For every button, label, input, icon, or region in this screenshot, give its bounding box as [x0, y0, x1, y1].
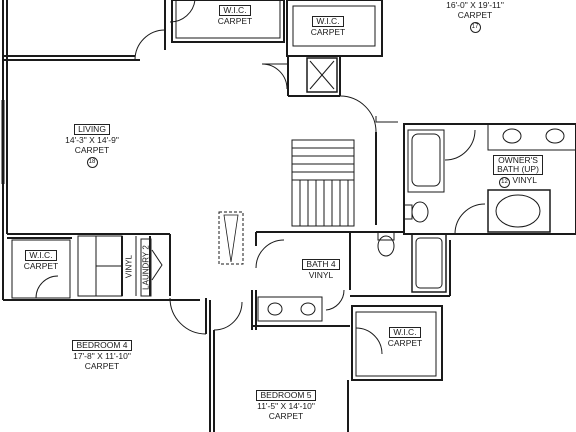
- mech-shaft: [306, 57, 338, 93]
- owner-bedroom-floor: CARPET: [457, 10, 493, 20]
- wic-top-left-label: W.I.C. CARPET: [202, 5, 268, 26]
- wic-top-mid-floor: CARPET: [310, 27, 346, 37]
- wic-left-floor: CARPET: [23, 261, 59, 271]
- wic-right-name: W.I.C.: [389, 327, 421, 338]
- wic-right-label: W.I.C. CARPET: [380, 327, 430, 348]
- bath4-label: BATH 4 VINYL: [296, 259, 346, 280]
- owners-bath-floor: VINYL: [512, 175, 537, 185]
- wic-left-label: W.I.C. CARPET: [16, 250, 66, 271]
- bedroom4-door-arc: [169, 297, 207, 335]
- laundry-name: LAUNDRY 2: [140, 238, 152, 297]
- living-dims: 14'-3" X 14'-9": [65, 135, 119, 145]
- wic-top-left-name: W.I.C.: [219, 5, 251, 16]
- wic-top-mid-name: W.I.C.: [312, 16, 344, 27]
- wic-right-room: [351, 305, 443, 381]
- bedroom5-label: BEDROOM 5 11'-5" X 14'-10" CARPET: [244, 390, 328, 421]
- bath4-floor: VINYL: [308, 270, 334, 280]
- bedroom4-floor: CARPET: [84, 361, 120, 371]
- bath4-tub: [411, 233, 447, 293]
- living-name: LIVING: [74, 124, 110, 135]
- bath4-name: BATH 4: [302, 259, 340, 270]
- bedroom4-name: BEDROOM 4: [72, 340, 132, 351]
- bedroom5-dims: 11'-5" X 14'-10": [257, 401, 315, 411]
- wic-top-mid-label: W.I.C. CARPET: [300, 16, 356, 37]
- owner-bedroom-label: 16'-0" X 19'-11" CARPET 17: [432, 0, 518, 33]
- bedroom4-dims: 17'-8" X 11'-10": [73, 351, 131, 361]
- living-label: LIVING 14'-3" X 14'-9" CARPET 18: [52, 124, 132, 168]
- bath4-door-arc: [255, 239, 285, 269]
- railing: [218, 211, 244, 265]
- owner-bedroom-dims: 16'-0" X 19'-11": [446, 0, 504, 10]
- living-num: 18: [86, 157, 98, 168]
- owner-bedroom-num: 17: [469, 22, 481, 33]
- laundry-floor: VINYL: [124, 254, 134, 279]
- living-floor: CARPET: [74, 145, 110, 155]
- owners-bath-name1: OWNER'S: [498, 155, 538, 165]
- washer: [77, 235, 97, 297]
- bedroom4-label: BEDROOM 4 17'-8" X 11'-10" CARPET: [60, 340, 144, 371]
- bedroom5-floor: CARPET: [268, 411, 304, 421]
- wic-right-floor: CARPET: [387, 338, 423, 348]
- wic-top-left-floor: CARPET: [217, 16, 253, 26]
- bedroom5-name: BEDROOM 5: [256, 390, 316, 401]
- wic-left-name: W.I.C.: [25, 250, 57, 261]
- owners-bath-name2: BATH (UP): [497, 164, 539, 174]
- owners-bath-num: 12: [499, 177, 511, 188]
- wic-left-room: [11, 239, 71, 299]
- staircase: [291, 139, 355, 227]
- wic-top-left-room: [171, 0, 285, 43]
